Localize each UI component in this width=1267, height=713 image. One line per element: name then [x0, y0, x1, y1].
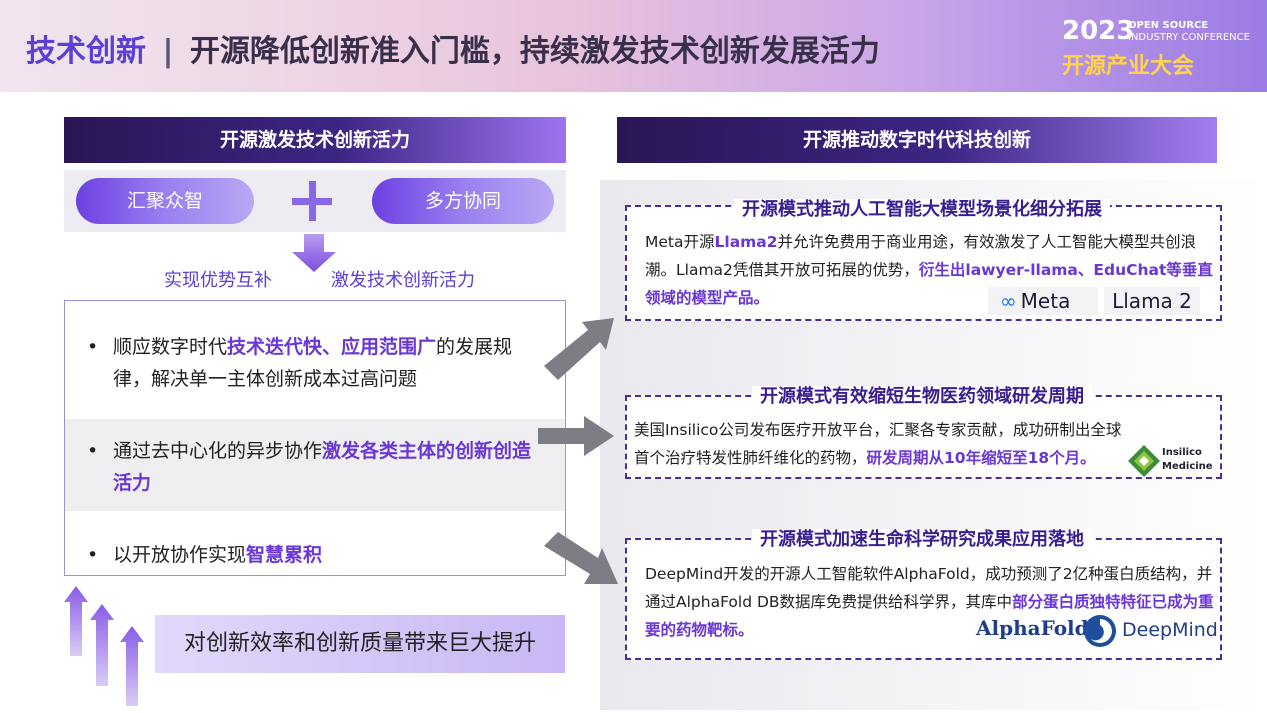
impact-banner: 对创新效率和创新质量带来巨大提升 [155, 615, 565, 673]
logo-en-line-2: INDUSTRY CONFERENCE [1128, 32, 1250, 43]
title-tag: 技术创新 [26, 34, 146, 69]
conference-logo: 2023 OPEN SOURCE INDUSTRY CONFERENCE 开源产… [1062, 14, 1262, 80]
arrow-right-icon [538, 416, 614, 456]
card-highlight: 衍生出lawyer-llama、EduChat等垂直领域的模型产品。 [645, 261, 1213, 307]
bullet-highlight: 技术迭代快、应用范围广 [227, 336, 437, 358]
connector-arrows [538, 318, 618, 584]
llama-logo: Llama 2 [1104, 287, 1200, 315]
bullet-highlight: 智慧累积 [246, 544, 323, 566]
bullet-row-3: • 以开放协作实现智慧累积 [65, 511, 565, 575]
card-body: DeepMind开发的开源人工智能软件AlphaFold，成功预测了2亿种蛋白质… [645, 560, 1220, 644]
bullet-item: • 以开放协作实现智慧累积 [87, 539, 537, 571]
insilico-diamond-icon [1128, 445, 1160, 477]
up-arrows-icon [64, 586, 144, 706]
card-text: 美国Insilico公司发布医疗开放平台，汇聚各专家贡献，成功研制出全球首个治疗… [634, 421, 1122, 467]
alphafold-logo: AlphaFold [976, 616, 1089, 640]
meta-infinity-icon: ∞ [1000, 289, 1017, 313]
deepmind-icon [1084, 615, 1116, 647]
header-banner [0, 0, 1267, 92]
bullet-text: 以开放协作实现 [113, 544, 247, 566]
card-title: 开源模式有效缩短生物医药领域研发周期 [622, 382, 1222, 408]
pill-crowd-wisdom: 汇聚众智 [76, 178, 254, 224]
bullet-dot: • [87, 440, 99, 462]
bullet-text: 通过去中心化的异步协作 [113, 440, 323, 462]
right-heading: 开源推动数字时代科技创新 [617, 117, 1217, 163]
bullet-text: 顺应数字时代 [113, 336, 228, 358]
bullet-highlight: 激发各类主体的创新创造活力 [113, 440, 532, 494]
subtitle-activate: 激发技术创新活力 [331, 270, 475, 291]
logo-en-line-1: OPEN SOURCE [1128, 20, 1209, 31]
bullet-item: • 通过去中心化的异步协作激发各类主体的创新创造活力 [87, 435, 537, 499]
card-title-text: 开源模式有效缩短生物医药领域研发周期 [752, 386, 1092, 407]
card-life-science [625, 538, 1222, 660]
card-text: 并允许免费用于商业用途，有效激发了人工智能大模型共创浪潮。Llama2凭借其开放… [645, 233, 1197, 279]
title-text: 开源降低创新准入门槛，持续激发技术创新发展活力 [189, 34, 880, 69]
left-heading: 开源激发技术创新活力 [64, 117, 566, 163]
deepmind-logo: DeepMind [1122, 619, 1218, 641]
card-title: 开源模式推动人工智能大模型场景化细分拓展 [622, 195, 1222, 221]
arrow-down-right-icon [544, 532, 618, 584]
card-title-text: 开源模式推动人工智能大模型场景化细分拓展 [734, 199, 1110, 220]
logo-chinese: 开源产业大会 [1062, 54, 1195, 79]
bullet-dot: • [87, 544, 99, 566]
card-body: Meta开源Llama2并允许免费用于商业用途，有效激发了人工智能大模型共创浪潮… [645, 228, 1220, 312]
card-text: Meta开源 [645, 233, 715, 251]
pill-collaboration: 多方协同 [372, 178, 554, 224]
bullet-row-2: • 通过去中心化的异步协作激发各类主体的创新创造活力 [65, 419, 565, 511]
down-arrow-icon [292, 234, 336, 272]
arrow-up-right-icon [544, 318, 614, 380]
page-title: 技术创新 | 开源降低创新准入门槛，持续激发技术创新发展活力 [26, 26, 880, 70]
bullet-item: • 顺应数字时代技术迭代快、应用范围广的发展规律，解决单一主体创新成本过高问题 [87, 331, 537, 395]
bullet-dot: • [87, 336, 99, 358]
card-text: DeepMind开发的开源人工智能软件AlphaFold，成功预测了2亿种蛋白质… [645, 565, 1213, 611]
card-body: 美国Insilico公司发布医疗开放平台，汇聚各专家贡献，成功研制出全球首个治疗… [634, 416, 1128, 472]
plus-icon [292, 181, 332, 221]
card-title: 开源模式加速生命科学研究成果应用落地 [622, 525, 1222, 551]
meta-logo-text: Meta [1020, 289, 1071, 313]
bullet-row-1: • 顺应数字时代技术迭代快、应用范围广的发展规律，解决单一主体创新成本过高问题 [65, 301, 565, 419]
bullet-box: • 顺应数字时代技术迭代快、应用范围广的发展规律，解决单一主体创新成本过高问题 … [64, 300, 566, 576]
bullet-text: 的发展规律，解决单一主体创新成本过高问题 [113, 336, 513, 390]
card-highlight: 研发周期从10年缩短至18个月。 [866, 449, 1096, 467]
card-title-text: 开源模式加速生命科学研究成果应用落地 [752, 529, 1092, 550]
subtitle-complement: 实现优势互补 [164, 270, 272, 291]
logo-year: 2023 [1062, 16, 1135, 46]
logo-english: OPEN SOURCE INDUSTRY CONFERENCE [1128, 20, 1250, 44]
meta-logo: ∞Meta [988, 287, 1098, 315]
card-highlight: Llama2 [714, 233, 778, 251]
title-separator: | [162, 34, 174, 69]
card-highlight: 部分蛋白质独特特征已成为重要的药物靶标。 [645, 593, 1214, 639]
